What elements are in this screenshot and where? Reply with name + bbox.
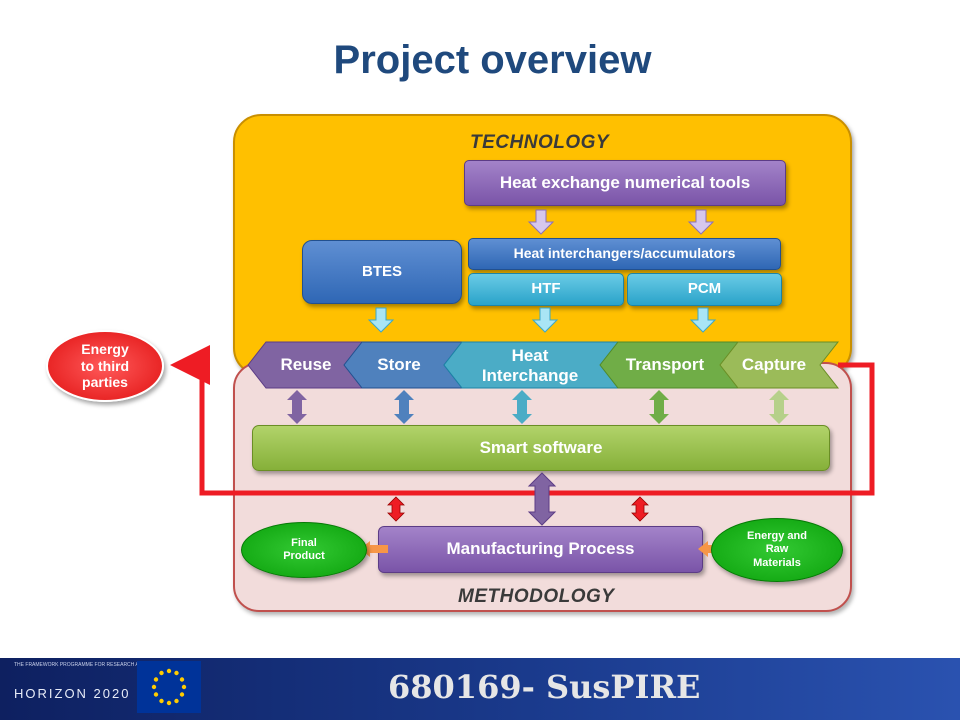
double-arrow-icon <box>649 390 669 424</box>
double-arrow-icon <box>287 390 307 424</box>
down-arrow-icon <box>531 307 559 333</box>
down-arrow-icon <box>687 209 715 235</box>
final-product-node: Final Product <box>241 522 367 578</box>
numerical-tools-box: Heat exchange numerical tools <box>464 160 786 206</box>
flow-label-heat: Heat <box>512 346 549 365</box>
btes-box: BTES <box>302 240 462 304</box>
technology-label: TECHNOLOGY <box>470 132 610 153</box>
flow-label-capture: Capture <box>742 355 806 374</box>
energy-third-parties-node: Energy to third parties <box>46 330 164 402</box>
programme-tagline: THE FRAMEWORK PROGRAMME FOR RESEARCH AND… <box>14 662 178 668</box>
flow-chevron-capture <box>719 341 840 389</box>
project-code: 680169- SusPIRE <box>388 668 701 706</box>
energy-third-parties-line: Energy <box>81 340 129 357</box>
flow-label-reuse: Reuse <box>280 355 331 374</box>
final-product-line: Product <box>283 550 325 562</box>
page-title: Project overview <box>333 38 652 82</box>
energy-raw-materials-line: Energy and <box>747 530 807 543</box>
manufacturing-process-box: Manufacturing Process <box>378 526 703 573</box>
energy-third-parties-line: parties <box>82 374 128 391</box>
methodology-label: METHODOLOGY <box>458 586 615 607</box>
energy-raw-materials-line: Raw <box>765 543 789 556</box>
htf-box: HTF <box>468 273 624 306</box>
final-product-line: Final <box>291 536 317 549</box>
double-arrow-icon <box>512 390 532 424</box>
smart-software-box: Smart software <box>252 425 830 471</box>
energy-raw-materials-node: Energy and Raw Materials <box>711 518 843 582</box>
flow-label-store: Store <box>377 355 420 374</box>
flow-label-interchange: Interchange <box>482 366 578 385</box>
double-arrow-icon <box>769 390 789 424</box>
double-arrow-icon <box>394 390 414 424</box>
horizon-2020-logo: HORIZON 2020 <box>14 686 131 701</box>
eu-flag-icon <box>137 661 201 713</box>
down-arrow-icon <box>689 307 717 333</box>
flow-label-transport: Transport <box>626 355 705 374</box>
down-arrow-icon <box>527 209 555 235</box>
pcm-box: PCM <box>627 273 782 306</box>
double-arrow-icon <box>527 472 557 526</box>
red-double-arrow-icon <box>631 496 649 522</box>
red-double-arrow-icon <box>387 496 405 522</box>
energy-raw-materials-line: Materials <box>753 556 801 569</box>
energy-third-parties-line: to third <box>80 357 130 374</box>
interchangers-box: Heat interchangers/accumulators <box>468 238 781 270</box>
down-arrow-icon <box>367 307 395 333</box>
orange-arrow-icon <box>360 541 388 557</box>
